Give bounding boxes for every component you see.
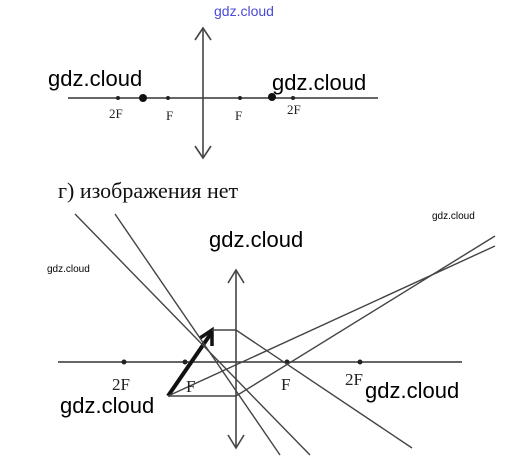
d1-point-left-f <box>166 96 170 100</box>
caption-no-image: г) изображения нет <box>58 178 239 203</box>
watermark-d1-right: gdz.cloud <box>272 70 367 95</box>
d2-point-left-f <box>182 359 188 365</box>
d1-lens-arrow-top <box>194 26 212 41</box>
d2-point-left-2f <box>121 359 127 365</box>
d1-label-left-2f: 2F <box>109 106 123 121</box>
watermark-d1-left: gdz.cloud <box>48 66 143 91</box>
d2-label-left-2f: 2F <box>112 375 130 394</box>
d1-image-point <box>268 93 276 101</box>
d2-label-right-2f: 2F <box>345 370 363 389</box>
d2-ray-long-diagonal-1 <box>74 213 311 456</box>
d1-object-point <box>139 94 147 102</box>
d2-label-right-f: F <box>281 375 290 394</box>
watermark-d2-left-small: gdz.cloud <box>47 264 90 275</box>
d2-label-left-f: F <box>186 377 195 396</box>
d2-ray-bottom-refracted <box>235 235 496 397</box>
d1-label-right-2f: 2F <box>287 102 301 117</box>
watermark-d2-bottom-left: gdz.cloud <box>60 393 155 418</box>
d2-ray-long-diagonal-2 <box>114 213 281 456</box>
d1-point-right-2f <box>291 96 295 100</box>
watermark-top: gdz.cloud <box>214 3 274 19</box>
d2-ray-top-refracted <box>235 329 413 449</box>
d1-lens-arrow-bottom <box>194 145 212 160</box>
d2-lens-arrow-top <box>227 268 245 284</box>
d1-label-right-f: F <box>235 108 242 123</box>
watermark-d2-bottom-right: gdz.cloud <box>365 378 460 403</box>
d1-label-left-f: F <box>166 108 173 123</box>
d2-point-right-2f <box>357 359 363 365</box>
d2-object-arrow-shaft <box>166 330 214 398</box>
d2-ray-through-center-1 <box>167 245 496 397</box>
d1-point-right-f <box>238 96 242 100</box>
watermark-d2-top-small: gdz.cloud <box>432 211 475 222</box>
watermark-d2-center: gdz.cloud <box>209 227 304 252</box>
d2-lens-arrow-bottom <box>227 434 245 450</box>
d1-point-left-2f <box>116 96 120 100</box>
